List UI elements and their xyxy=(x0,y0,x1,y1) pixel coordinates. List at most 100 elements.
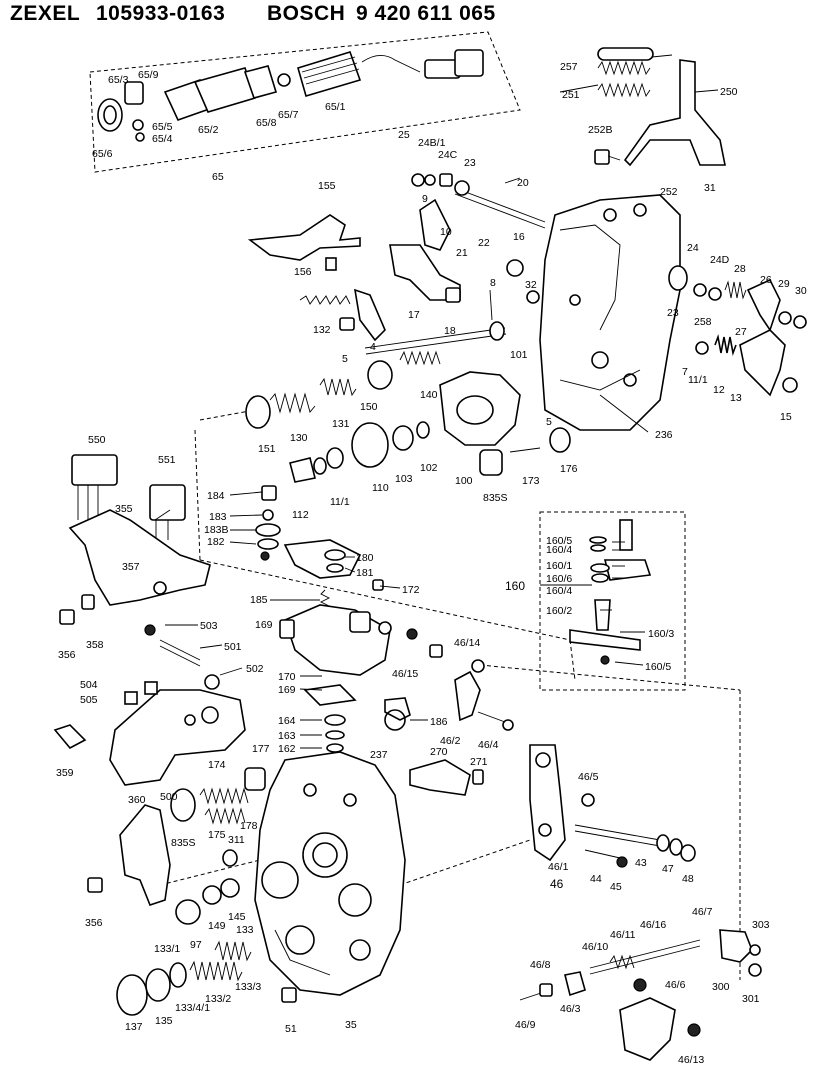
part-label-24: 24 xyxy=(687,242,699,254)
part-label-22: 22 xyxy=(478,237,490,249)
part-label-500: 500 xyxy=(160,791,178,803)
flyweight-100 xyxy=(289,371,571,483)
part-label-65-5: 65/5 xyxy=(152,121,173,133)
part-label-26: 26 xyxy=(760,274,772,286)
part-label-46: 46 xyxy=(550,877,564,891)
part-label-160: 160 xyxy=(505,579,525,593)
part-label-15: 15 xyxy=(780,411,792,423)
part-label-46-7: 46/7 xyxy=(692,906,713,918)
part-label-97: 97 xyxy=(190,939,202,951)
part-label-160-2: 160/2 xyxy=(546,605,572,617)
part-label-172: 172 xyxy=(402,584,420,596)
part-label-501: 501 xyxy=(224,641,242,653)
part-label-65-9a: 65/9 xyxy=(138,69,159,81)
bracket-360 xyxy=(119,804,171,906)
part-label-257: 257 xyxy=(560,61,578,73)
part-label-133-3: 133/3 xyxy=(235,981,261,993)
part-label-550: 550 xyxy=(88,434,106,446)
part-label-175: 175 xyxy=(208,829,226,841)
part-label-502: 502 xyxy=(246,663,264,675)
part-label-183b: 183B xyxy=(204,524,229,536)
part-label-150: 150 xyxy=(360,401,378,413)
part-label-46-9: 46/9 xyxy=(515,1019,536,1031)
part-label-180: 180 xyxy=(356,552,374,564)
part-number: 105933-0163 xyxy=(96,2,226,25)
part-label-130: 130 xyxy=(290,432,308,444)
part-label-65-6: 65/6 xyxy=(92,148,113,160)
part-label-160-1: 160/1 xyxy=(546,560,572,572)
part-label-356b: 356 xyxy=(85,917,103,929)
part-label-46-14: 46/14 xyxy=(454,637,480,649)
part-label-46-13: 46/13 xyxy=(678,1054,704,1066)
part-label-169a: 169 xyxy=(255,619,273,631)
part-label-356a: 356 xyxy=(58,649,76,661)
part-label-46-1: 46/1 xyxy=(548,861,569,873)
part-label-21: 21 xyxy=(456,247,468,259)
part-label-160-6: 160/6 xyxy=(546,573,572,585)
shaft-20 xyxy=(454,187,546,223)
leader-lines xyxy=(154,54,719,749)
part-label-110: 110 xyxy=(372,482,389,494)
part-label-65-4: 65/4 xyxy=(152,133,173,145)
part-label-181: 181 xyxy=(356,567,374,579)
part-label-270: 270 xyxy=(430,746,448,758)
part-label-20: 20 xyxy=(517,177,529,189)
part-label-65-8: 65/8 xyxy=(256,117,277,129)
part-label-170: 170 xyxy=(278,671,296,683)
part-label-357: 357 xyxy=(122,561,140,573)
shaft-140 xyxy=(364,327,506,349)
part-359 xyxy=(53,724,87,750)
part-label-35: 35 xyxy=(345,1019,357,1031)
connector-550 xyxy=(71,454,118,520)
part-label-65-3: 65/3 xyxy=(108,74,129,86)
part-label-46-16: 46/16 xyxy=(640,919,666,931)
part-label-132: 132 xyxy=(313,324,331,336)
assembly-box-65 xyxy=(89,31,521,173)
part-label-23a: 23 xyxy=(464,157,476,169)
leader-dash xyxy=(199,559,571,641)
part-label-16: 16 xyxy=(513,231,525,243)
part-label-160-5a: 160/5 xyxy=(546,535,572,547)
valve-body-169 xyxy=(279,579,418,753)
part-label-31: 31 xyxy=(704,182,716,194)
part-label-503: 503 xyxy=(200,620,218,632)
part-label-29: 29 xyxy=(778,278,790,290)
part-label-186: 186 xyxy=(430,716,448,728)
solenoid-assembly xyxy=(97,49,484,142)
part-label-46-5: 46/5 xyxy=(578,771,599,783)
part-label-11-1a: 11/1 xyxy=(688,374,708,386)
part-label-156: 156 xyxy=(294,266,312,278)
part-label-46-4: 46/4 xyxy=(478,739,499,751)
part-label-46-2: 46/2 xyxy=(440,735,461,747)
part-label-133-4-1: 133/4/1 xyxy=(175,1002,210,1014)
part-label-835s-b: 835S xyxy=(171,837,196,849)
diagram-header: ZEXEL 105933-0163 BOSCH 9 420 611 065 xyxy=(10,2,810,30)
part-label-137: 137 xyxy=(125,1021,143,1033)
leader-dash xyxy=(159,859,261,886)
part-label-46-8: 46/8 xyxy=(530,959,551,971)
part-label-103: 103 xyxy=(395,473,413,485)
connector-551 xyxy=(149,484,186,540)
spring-stack-130 xyxy=(245,377,357,429)
part-label-11-1b: 11/1 xyxy=(330,496,350,508)
part-label-551: 551 xyxy=(158,454,176,466)
part-label-23b: 23 xyxy=(667,307,679,319)
part-label-185: 185 xyxy=(250,594,268,606)
maker-label: BOSCH xyxy=(267,2,346,25)
part-label-133: 133 xyxy=(236,924,254,936)
plate-180 xyxy=(283,539,362,579)
part-label-46-3: 46/3 xyxy=(560,1003,581,1015)
part-label-162: 162 xyxy=(278,743,296,755)
part-label-46-15: 46/15 xyxy=(392,668,418,680)
assembly-box-160 xyxy=(539,511,686,691)
part-label-177: 177 xyxy=(252,743,270,755)
part-label-47: 47 xyxy=(662,863,674,875)
part-label-160-3: 160/3 xyxy=(648,628,674,640)
maker-number: 9 420 611 065 xyxy=(356,2,496,25)
part-label-160-4a: 160/4 xyxy=(546,544,572,556)
leader-dash xyxy=(194,429,201,561)
part-label-355: 355 xyxy=(115,503,133,515)
part-label-135: 135 xyxy=(155,1015,173,1027)
part-label-311: 311 xyxy=(228,834,245,846)
